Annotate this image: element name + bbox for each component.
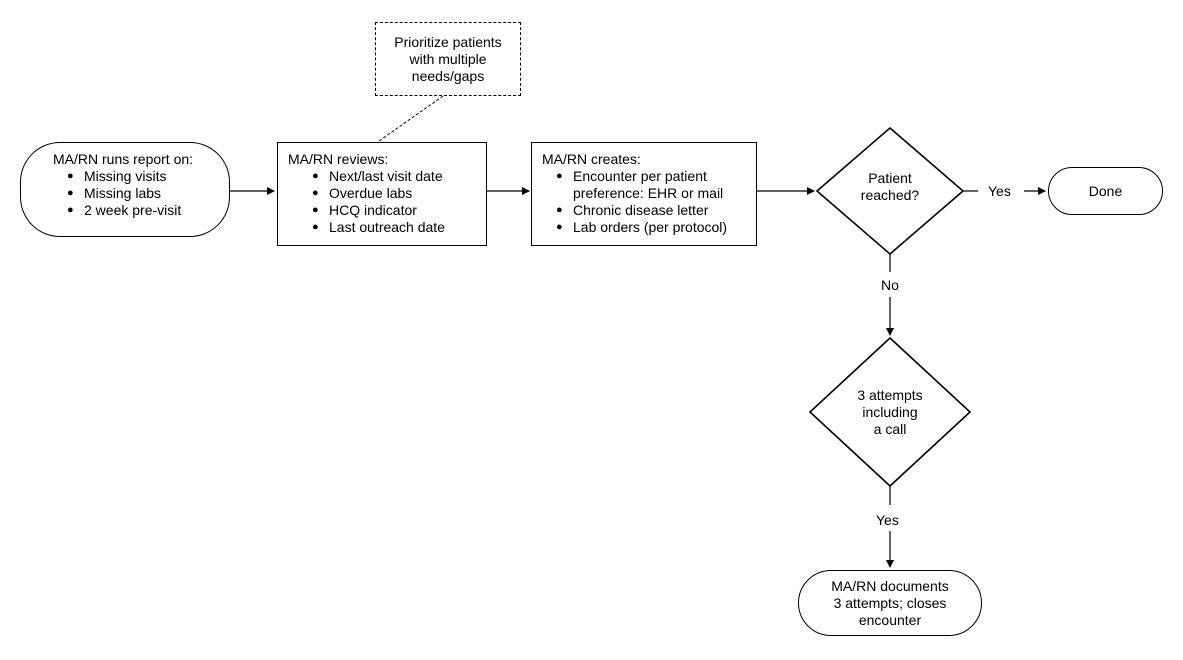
- start-item: 2 week pre-visit: [67, 202, 219, 219]
- edge-label-yes: Yes: [874, 512, 901, 529]
- create-item-line: Encounter per patient: [573, 168, 707, 184]
- create-item: Lab orders (per protocol): [556, 219, 750, 236]
- decision2-line: a call: [873, 421, 907, 437]
- decision2-text: 3 attempts including a call: [830, 387, 950, 438]
- create-title: MA/RN creates:: [542, 151, 641, 167]
- create-item: Chronic disease letter: [556, 202, 750, 219]
- create-node: MA/RN creates: Encounter per patient pre…: [531, 142, 757, 246]
- done-node: Done: [1048, 167, 1163, 215]
- note-connector: [378, 95, 444, 142]
- review-item: Next/last visit date: [312, 168, 478, 185]
- review-item: HCQ indicator: [312, 202, 478, 219]
- decision1-text: Patient reached?: [840, 170, 940, 204]
- review-item: Last outreach date: [312, 219, 478, 236]
- review-item: Overdue labs: [312, 185, 478, 202]
- create-item-line: preference: EHR or mail: [573, 185, 724, 201]
- final-line: 3 attempts; closes: [833, 594, 947, 611]
- final-line: encounter: [858, 611, 922, 628]
- decision2-line: 3 attempts: [857, 387, 923, 403]
- edge-label-yes: Yes: [986, 183, 1013, 200]
- note-line: with multiple: [409, 50, 487, 67]
- create-list: Encounter per patient preference: EHR or…: [556, 168, 750, 236]
- decision1-line: Patient: [868, 170, 912, 186]
- done-label: Done: [1088, 182, 1123, 199]
- priority-note: Prioritize patients with multiple needs/…: [375, 22, 521, 96]
- start-list: Missing visits Missing labs 2 week pre-v…: [67, 168, 219, 219]
- start-item: Missing visits: [67, 168, 219, 185]
- start-item: Missing labs: [67, 185, 219, 202]
- start-title: MA/RN runs report on:: [53, 151, 194, 167]
- note-line: needs/gaps: [411, 67, 485, 84]
- review-node: MA/RN reviews: Next/last visit date Over…: [277, 142, 487, 246]
- final-line: MA/RN documents: [831, 577, 949, 594]
- review-title: MA/RN reviews:: [288, 151, 389, 167]
- final-node: MA/RN documents 3 attempts; closes encou…: [798, 570, 982, 636]
- create-item: Encounter per patient preference: EHR or…: [556, 168, 750, 202]
- decision2-line: including: [862, 404, 918, 420]
- note-line: Prioritize patients: [394, 33, 502, 50]
- edge-label-no: No: [879, 277, 901, 294]
- decision1-line: reached?: [860, 187, 920, 203]
- start-node: MA/RN runs report on: Missing visits Mis…: [20, 142, 230, 237]
- review-list: Next/last visit date Overdue labs HCQ in…: [312, 168, 478, 236]
